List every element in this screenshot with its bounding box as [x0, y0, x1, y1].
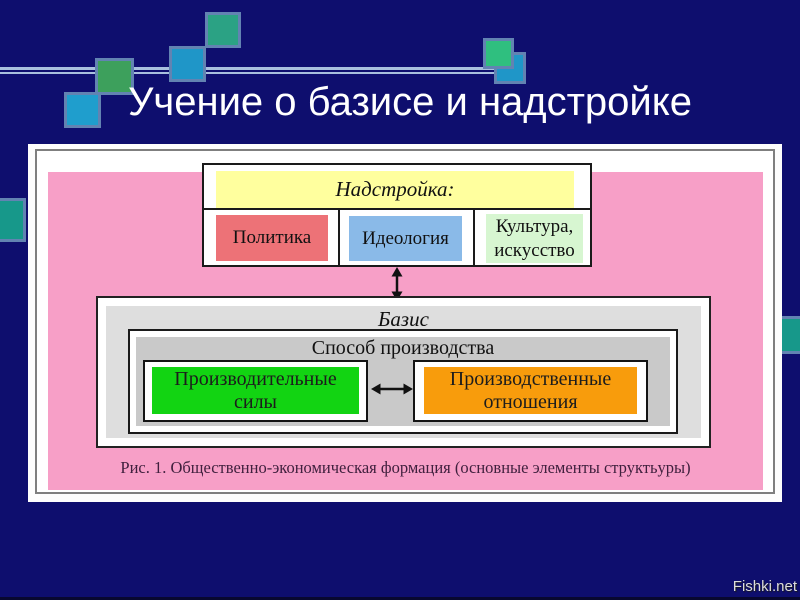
- cell-divider-2: [473, 210, 475, 265]
- deco-line-bottom: [0, 72, 497, 74]
- relations-line2: отношения: [483, 391, 578, 413]
- culture-line1: Культура,: [495, 216, 574, 237]
- superstructure-divider: [204, 208, 590, 210]
- production-relations-fill: Производственные отношения: [424, 367, 637, 414]
- deco-square-right-edge: [779, 316, 800, 354]
- productive-forces-box: Производительные силы: [143, 360, 368, 422]
- watermark: Fishki.net: [732, 578, 797, 595]
- slide-title: Учение о базисе и надстройке: [128, 80, 692, 124]
- deco-square-teal-top: [205, 12, 241, 48]
- superstructure-box: Надстройка: Политика Идеология Культура,…: [202, 163, 592, 267]
- base-box: Базис Способ производства Производительн…: [96, 296, 711, 448]
- diagram-frame: Надстройка: Политика Идеология Культура,…: [35, 149, 775, 494]
- forces-line2: силы: [234, 391, 277, 413]
- cell-divider-1: [338, 210, 340, 265]
- double-arrow-horizontal-icon: [371, 383, 413, 395]
- culture-box: Культура, искусство: [486, 214, 583, 263]
- diagram-background: Надстройка: Политика Идеология Культура,…: [48, 163, 763, 490]
- deco-square-cyan: [64, 92, 101, 128]
- bottom-edge: [0, 597, 800, 600]
- base-header: Базис: [378, 307, 429, 331]
- mode-of-production-header: Способ производства: [311, 337, 495, 359]
- productive-forces-fill: Производительные силы: [152, 367, 359, 414]
- production-relations-box: Производственные отношения: [413, 360, 648, 422]
- mode-of-production-box: Способ производства Производительные сил…: [128, 329, 678, 434]
- superstructure-header: Надстройка:: [216, 171, 574, 208]
- figure-caption: Рис. 1. Общественно-экономическая формац…: [120, 458, 691, 477]
- politics-box: Политика: [216, 215, 328, 261]
- relations-line1: Производственные: [449, 368, 612, 390]
- deco-square-left-edge: [0, 198, 26, 242]
- diagram-panel: Надстройка: Политика Идеология Культура,…: [28, 144, 782, 502]
- deco-line-top: [0, 67, 497, 70]
- deco-square-green: [95, 58, 134, 95]
- forces-line1: Производительные: [174, 368, 337, 390]
- culture-line2: искусство: [494, 240, 575, 261]
- deco-square-green-right: [483, 38, 514, 69]
- ideology-box: Идеология: [349, 216, 462, 261]
- deco-square-blue: [169, 46, 206, 82]
